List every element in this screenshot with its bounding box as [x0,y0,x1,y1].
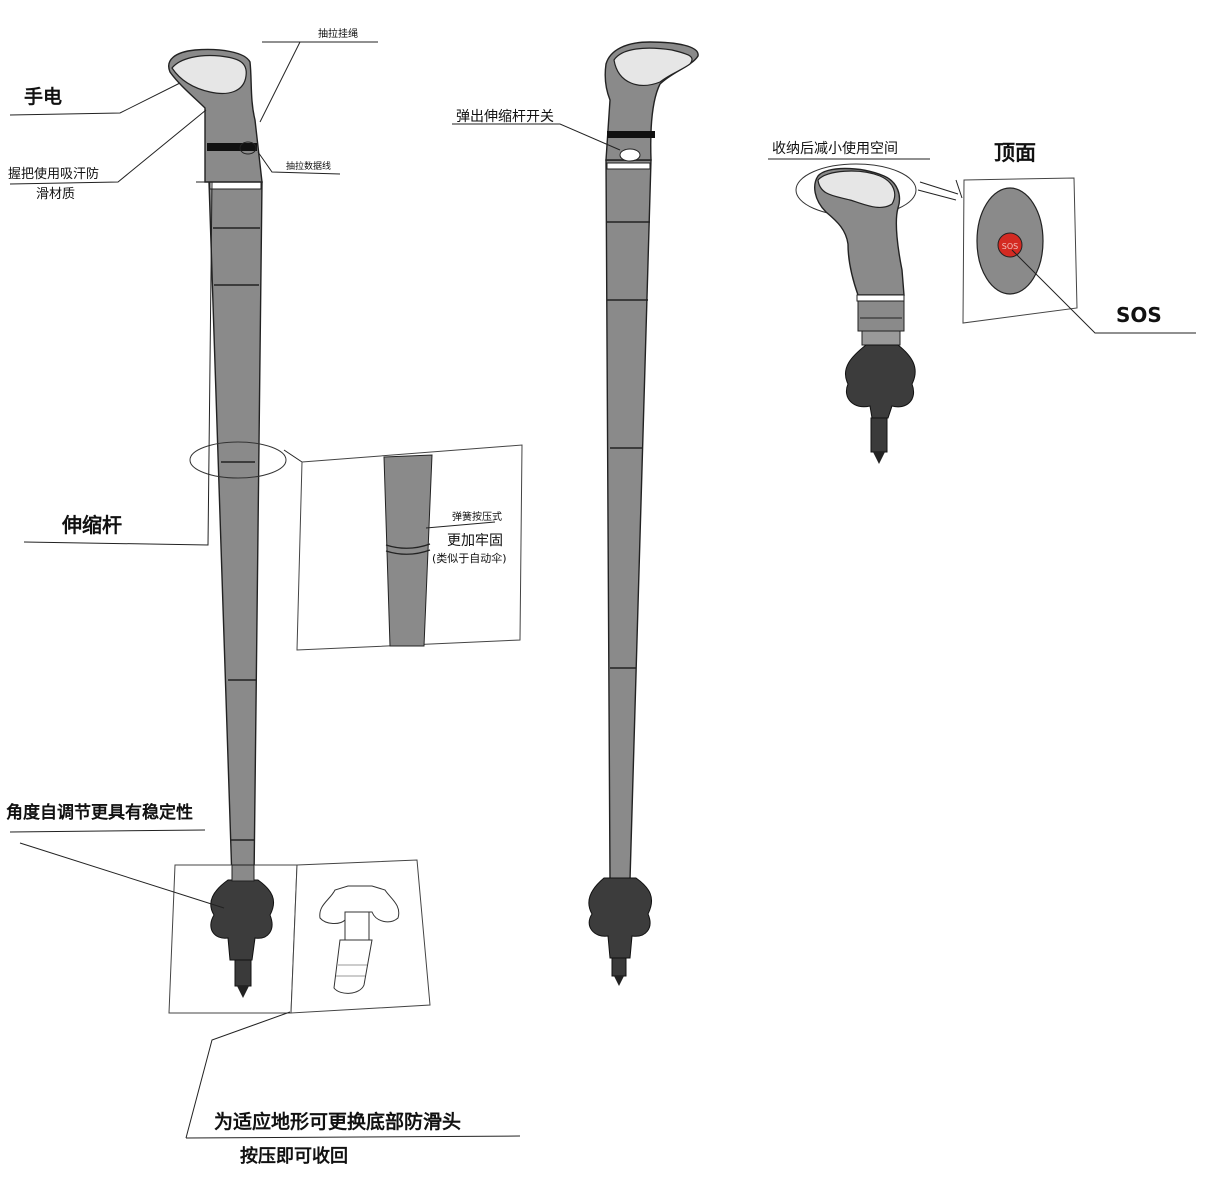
grip-material-label-1: 握把使用吸汗防 [8,166,99,182]
spring-detail-panel: 弹簧按压式 更加牢固 (类似于自动伞) [296,444,523,651]
sos-label: SOS [1116,303,1162,327]
top-view-label: 顶面 [994,141,1036,165]
eject-switch-label: 弹出伸缩杆开关 [456,109,554,125]
grip-top-highlight [171,54,247,95]
joint-highlight-circle [189,441,287,479]
trekking-pole-icon [168,48,274,998]
collapsed-pole-icon [795,163,917,464]
top-face-icon: SOS [962,177,1078,324]
zoom-pole-segment [383,454,433,647]
trekking-pole-side-icon [588,41,699,986]
data-cable-label: 抽拉数据线 [286,160,331,172]
press-retract-label: 按压即可收回 [240,1145,348,1167]
spring-press-label: 弹簧按压式 [452,510,502,523]
eject-switch-button [619,148,641,162]
grip-band [209,181,262,190]
data-cable-port [239,141,257,155]
foot-detail-panel [168,859,431,1014]
umbrella-label: (类似于自动伞) [432,551,507,565]
telescopic-rod-label: 伸缩杆 [61,513,122,537]
pole-shaft [208,181,263,881]
grip-material-label-2: 滑材质 [36,187,75,202]
stored-space-label: 收纳后减小使用空间 [772,140,898,157]
flashlight-label: 手电 [24,85,62,108]
sos-button-text: SOS [1002,242,1018,251]
sos-button [997,232,1023,258]
lanyard-label: 抽拉挂绳 [318,27,358,40]
more-secure-label: 更加牢固 [447,533,503,549]
replace-tip-label: 为适应地形可更换底部防滑头 [214,1110,461,1133]
foot-outline-icon [319,885,400,994]
angle-adjust-label: 角度自调节更具有稳定性 [6,802,193,823]
strap-band [207,143,257,151]
